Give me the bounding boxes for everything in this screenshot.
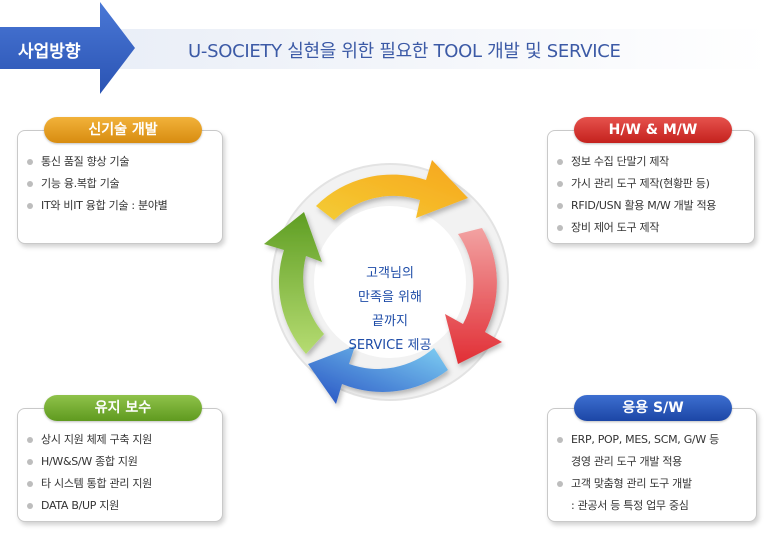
center-line: 고객님의 [366, 266, 414, 281]
cycle-arrow-green [264, 212, 324, 354]
center-message: 고객님의 만족을 위해 끝까지 SERVICE 제공 [320, 262, 460, 358]
maintenance-title: 유지 보수 [44, 395, 202, 421]
list-item: 상시 지원 체제 구축 지원 [27, 429, 152, 451]
list-item: IT와 비IT 융합 기술 : 분야별 [27, 195, 168, 217]
list-item: RFID/USN 활용 M/W 개발 적용 [557, 195, 716, 217]
cycle-arrow-red [445, 228, 502, 364]
cycle-diagram [264, 160, 509, 404]
new-technology-title: 신기술 개발 [44, 117, 202, 143]
list-item: : 관공서 등 특정 업무 중심 [571, 499, 689, 512]
list-item: ERP, POP, MES, SCM, G/W 등 [557, 429, 719, 451]
center-line: 끝까지 [372, 314, 408, 329]
application-sw-title: 응용 S/W [574, 395, 732, 421]
application-sw-list: ERP, POP, MES, SCM, G/W 등 경영 관리 도구 개발 적용… [557, 429, 719, 517]
maintenance-list: 상시 지원 체제 구축 지원 H/W&S/W 종합 지원 타 시스템 통합 관리… [27, 429, 152, 517]
box-application-sw: ERP, POP, MES, SCM, G/W 등 경영 관리 도구 개발 적용… [547, 408, 757, 522]
list-item: 고객 맞춤형 관리 도구 개발 [557, 473, 719, 495]
new-technology-list: 통신 품질 향상 기술 기능 융.복합 기술 IT와 비IT 융합 기술 : 분… [27, 151, 168, 217]
box-hw-mw: 정보 수집 단말기 제작 가시 관리 도구 제작(현황판 등) RFID/USN… [547, 130, 755, 244]
box-maintenance: 상시 지원 체제 구축 지원 H/W&S/W 종합 지원 타 시스템 통합 관리… [17, 408, 223, 522]
list-item: 통신 품질 향상 기술 [27, 151, 168, 173]
list-item: 타 시스템 통합 관리 지원 [27, 473, 152, 495]
cycle-arrow-yellow [316, 160, 468, 220]
header-band [95, 29, 770, 69]
header-title: U-SOCIETY 실현을 위한 필요한 TOOL 개발 및 SERVICE [188, 41, 621, 62]
header-tag-label: 사업방향 [18, 42, 81, 62]
hw-mw-title: H/W & M/W [574, 117, 732, 143]
cycle-arrow-blue [308, 346, 448, 404]
list-item: 가시 관리 도구 제작(현황판 등) [557, 173, 716, 195]
header-tag-arrow [0, 2, 135, 94]
list-item: DATA B/UP 지원 [27, 495, 152, 517]
center-line: 만족을 위해 [358, 290, 422, 305]
list-item: 정보 수집 단말기 제작 [557, 151, 716, 173]
cycle-center-disc [314, 206, 466, 358]
list-item: 장비 제어 도구 제작 [557, 217, 716, 239]
hw-mw-list: 정보 수집 단말기 제작 가시 관리 도구 제작(현황판 등) RFID/USN… [557, 151, 716, 239]
box-new-technology: 통신 품질 향상 기술 기능 융.복합 기술 IT와 비IT 융합 기술 : 분… [17, 130, 223, 244]
list-item: H/W&S/W 종합 지원 [27, 451, 152, 473]
center-line: SERVICE 제공 [348, 338, 432, 353]
list-item: 경영 관리 도구 개발 적용 [571, 455, 682, 468]
list-item: 기능 융.복합 기술 [27, 173, 168, 195]
